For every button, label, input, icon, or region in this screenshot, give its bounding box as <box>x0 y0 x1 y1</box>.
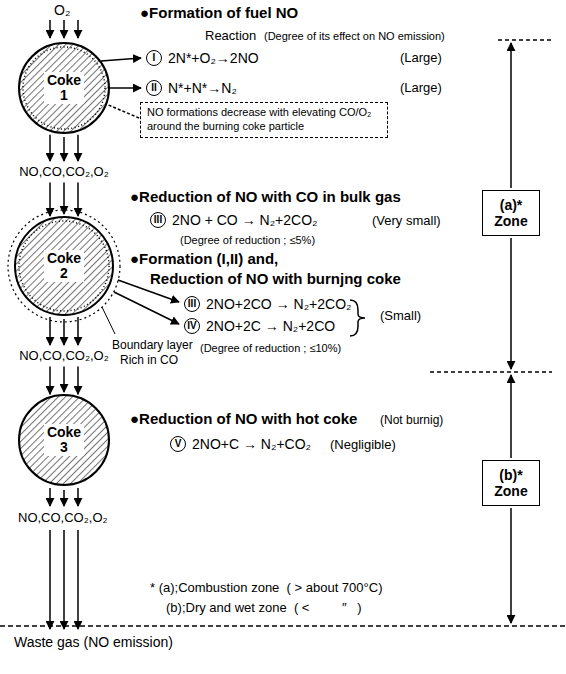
reaction-number: III <box>184 296 200 312</box>
flow-arrow <box>63 367 65 392</box>
reaction-number: II <box>146 80 162 96</box>
leader-line <box>106 104 139 118</box>
effect-degree: (Negligible) <box>330 437 396 453</box>
outflow-arrow <box>77 488 79 506</box>
coke-ground <box>19 395 109 485</box>
outflow-arrow <box>49 488 51 506</box>
reaction-formula: 2NO+2CO → N₂+2CO₂ <box>206 296 351 313</box>
inflow-arrow <box>49 20 51 38</box>
zone-boundary <box>0 625 566 627</box>
flow-arrow <box>63 183 65 214</box>
flow-arrow <box>63 319 65 345</box>
reduction-note: (Degree of reduction ; ≤5%) <box>180 234 315 247</box>
section-heading: ●Reduction of NO with hot coke <box>130 410 357 428</box>
reaction-formula: N*+N*→N₂ <box>168 80 237 97</box>
flow-arrow <box>77 135 79 161</box>
outflow-arrow <box>49 530 51 629</box>
flow-arrow <box>63 137 65 161</box>
inflow-arrow <box>63 20 65 38</box>
coke-hatch <box>19 43 109 133</box>
reduction-note: (Degree of reduction ; ≤10%) <box>200 342 341 355</box>
column-heading: Reaction <box>205 28 256 44</box>
dimension-line <box>510 238 512 369</box>
reaction-formula: 2NO + CO → N₂+2CO₂ <box>172 212 317 229</box>
section-heading: ●Formation of fuel NO <box>140 4 298 22</box>
coke-label: Coke 3 <box>44 424 84 457</box>
coke-ground <box>19 43 109 133</box>
gas-label: O₂ <box>54 2 70 19</box>
zone-boundary <box>430 371 552 373</box>
flow-arrow <box>77 183 79 216</box>
part-label: Boundary layer <box>112 338 193 352</box>
zone-box: (b)* Zone <box>482 460 540 506</box>
section-heading: ●Formation (I,II) and, <box>130 250 278 268</box>
brace <box>350 300 365 336</box>
dimension-line <box>510 508 512 623</box>
reaction-number: I <box>146 50 162 66</box>
outlet-label: Waste gas (NO emission) <box>14 634 173 651</box>
flow-arrow <box>49 135 51 161</box>
flow-arrow <box>77 367 79 395</box>
zone-boundary <box>498 39 552 41</box>
coke-label: Coke 1 <box>44 72 84 105</box>
burning-ring <box>19 221 109 311</box>
reaction-formula: 2N*+O₂→2NO <box>168 50 259 67</box>
flow-label: NO,CO,CO₂,O₂ <box>17 164 111 180</box>
footnote: (b);Dry and wet zone ( < ″ ) <box>166 600 362 616</box>
flow-arrow <box>49 367 51 395</box>
outflow-arrow <box>63 530 65 629</box>
coke-hatch <box>15 217 113 315</box>
coke-hatch <box>19 395 109 485</box>
reaction-number: IV <box>184 318 200 334</box>
effect-degree: (Small) <box>380 308 421 324</box>
reaction-number: V <box>170 436 186 452</box>
zone-label: (b)* Zone <box>485 467 537 499</box>
inflow-arrow <box>77 20 79 38</box>
reaction-number: III <box>150 212 166 228</box>
boundary-layer <box>8 210 120 322</box>
dimension-line <box>510 375 512 458</box>
note-box: NO formations decrease with elevating CO… <box>140 102 388 138</box>
reaction-formula: 2NO+C → N₂+CO₂ <box>192 436 311 453</box>
coke-particle: Coke 1 <box>18 42 110 134</box>
section-heading: ●Reduction of NO with CO in bulk gas <box>130 188 401 206</box>
note-text: NO formations decrease with elevating CO… <box>147 106 381 134</box>
coke-ground <box>15 217 113 315</box>
flow-arrow <box>49 317 51 345</box>
zone-box: (a)* Zone <box>482 190 540 236</box>
gas-label: NO,CO,CO₂,O₂ <box>16 510 110 526</box>
effect-degree: (Large) <box>400 50 442 66</box>
flow-label: NO,CO,CO₂,O₂ <box>17 348 111 364</box>
section-note: (Not burnig) <box>380 413 443 427</box>
flow-arrow <box>49 183 51 216</box>
flow-arrow <box>77 317 79 345</box>
outflow-arrow <box>77 530 79 629</box>
column-note: (Degree of its effect on NO emission) <box>264 30 445 43</box>
coke-particle: Coke 3 <box>18 394 110 486</box>
footnote: * (a);Combustion zone ( > about 700°C) <box>150 580 382 596</box>
part-label: Rich in CO <box>120 353 178 367</box>
reaction-formula: 2NO+2C → N₂+2CO <box>206 318 335 335</box>
coke-particle: Coke 2 <box>14 216 114 316</box>
leader-line <box>110 87 141 89</box>
effect-degree: (Large) <box>400 80 442 96</box>
effect-degree: (Very small) <box>372 213 441 229</box>
leader-line <box>102 307 115 334</box>
dimension-line <box>510 43 512 188</box>
zone-label: (a)* Zone <box>485 197 537 229</box>
section-heading: Reduction of NO with burnjng coke <box>150 270 401 288</box>
leader-line <box>101 58 141 61</box>
burning-ring <box>23 47 105 129</box>
leader-line <box>114 292 179 324</box>
coke-label: Coke 2 <box>44 250 84 283</box>
outflow-arrow <box>63 490 65 506</box>
